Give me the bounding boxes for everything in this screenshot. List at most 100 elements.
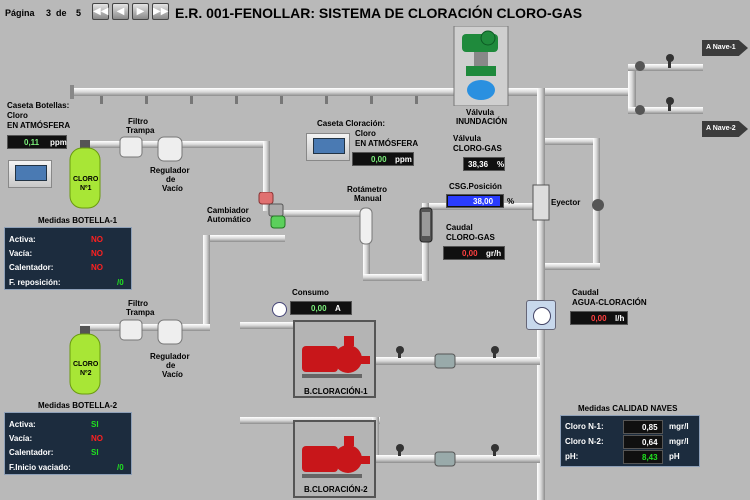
medidas-botella-1-title: Medidas BOTELLA-1 — [38, 216, 118, 225]
caseta-cloracion-label-2: Cloro — [355, 129, 376, 138]
caudal-cloro-gas-label-1: Caudal — [446, 223, 473, 232]
bottle-1-label-2: Nº1 — [80, 185, 92, 192]
rotameter-label-2: Manual — [354, 194, 382, 203]
caseta-botellas-value: 0,11 — [24, 138, 40, 147]
regulator-2-label-2: de — [166, 361, 176, 370]
regulator-2-label-3: Vacío — [162, 370, 183, 379]
b2-calentador-label: Calentador: — [9, 448, 54, 457]
inundacion-label-1: Válvula — [466, 108, 495, 117]
cloro-n1-label: Cloro N-1: — [565, 422, 604, 431]
outlet-valve-icons — [396, 54, 674, 456]
caseta-cloracion-label-3: EN ATMÓSFERA — [355, 139, 419, 148]
b1-activa-value: NO — [91, 235, 103, 244]
changer-label-2: Automático — [207, 215, 251, 224]
caseta-botellas-sensor-icon — [8, 160, 52, 188]
cloro-n2-unit: mgr/l — [669, 437, 689, 446]
filter-2-label-1: Filtro — [128, 299, 148, 308]
last-page-button[interactable]: ▶▶ — [152, 3, 169, 20]
regulator-1-label-2: de — [166, 175, 176, 184]
flowmeter-icon — [419, 207, 433, 243]
bottle-2-label-1: CLORO — [73, 361, 99, 368]
page-title: E.R. 001-FENOLLAR: SISTEMA DE CLORACIÓN … — [175, 5, 583, 21]
cloro-n2-value: 0,64 — [642, 438, 658, 447]
changer-label-1: Cambiador — [207, 206, 249, 215]
valvula-cloro-gas-value: 38,36 — [468, 160, 489, 169]
caseta-cloracion-unit: ppm — [395, 155, 412, 164]
valvula-cloro-gas-label-1: Válvula — [453, 134, 482, 143]
clock-icon — [272, 302, 287, 317]
ph-label: pH: — [565, 452, 579, 461]
outlet-nave-1[interactable]: A Nave-1 — [702, 40, 748, 56]
csg-posicion-label: CSG.Posición — [449, 182, 502, 191]
pump-2-icon[interactable] — [298, 432, 372, 482]
header-bar: Página 3 de 5 ◀◀ ◀ ▶ ▶▶ E.R. 001-FENOLLA… — [0, 0, 750, 26]
chlorine-bottle-2-icon[interactable] — [68, 326, 102, 396]
b2-calentador-value: SI — [91, 448, 99, 457]
rotameter-label-1: Rotámetro — [347, 185, 388, 194]
cloro-n2-label: Cloro N-2: — [565, 437, 604, 446]
caudal-cloro-gas-unit: gr/h — [486, 249, 502, 258]
csg-posicion-display: 38,00 — [446, 194, 504, 208]
pump-1-label: B.CLORACIÓN-1 — [304, 387, 368, 396]
regulator-1-label-3: Vacío — [162, 184, 183, 193]
caudal-agua-unit: l/h — [615, 314, 625, 323]
caudal-cloro-gas-display: 0,00 gr/h — [443, 246, 505, 260]
page-total: 5 — [76, 8, 82, 18]
consumo-unit: A — [335, 304, 341, 313]
pump-1-icon[interactable] — [298, 332, 372, 382]
b1-vacia-value: NO — [91, 249, 103, 258]
regulator-1-label-1: Regulador — [150, 166, 190, 175]
filter-2-label-2: Trampa — [126, 308, 155, 317]
filter-1-label-2: Trampa — [126, 126, 155, 135]
caudal-agua-value: 0,00 — [591, 314, 607, 323]
regulator-2-label-1: Regulador — [150, 352, 190, 361]
valvula-cloro-gas-display: 38,36 % — [463, 157, 505, 171]
b1-calentador-value: NO — [91, 263, 103, 272]
consumo-display: 0,00 A — [290, 301, 352, 315]
water-flowmeter-icon — [526, 300, 556, 330]
consumo-label: Consumo — [292, 288, 329, 297]
rotameter-icon — [359, 207, 373, 245]
page-current: 3 — [46, 8, 52, 18]
inundacion-valve-icon[interactable] — [452, 26, 510, 106]
cloro-n1-value: 0,85 — [642, 423, 658, 432]
csg-posicion-fill — [448, 196, 500, 206]
page-of: de — [56, 8, 67, 18]
caseta-cloracion-display: 0,00 ppm — [352, 152, 414, 166]
caseta-botellas-display: 0,11 ppm — [7, 135, 67, 149]
ph-value: 8,43 — [642, 453, 658, 462]
next-page-button[interactable]: ▶ — [132, 3, 149, 20]
csg-posicion-value: 38,00 — [473, 197, 494, 206]
b2-vacia-label: Vacía: — [9, 434, 33, 443]
calidad-naves-panel: Cloro N-1: 0,85 mgr/l Cloro N-2: 0,64 mg… — [560, 415, 700, 467]
caseta-botellas-label-2: Cloro — [7, 111, 28, 120]
b1-vacia-label: Vacía: — [9, 249, 33, 258]
caudal-agua-display: 0,00 l/h — [570, 311, 628, 325]
inundacion-label-2: INUNDACIÓN — [456, 117, 508, 126]
chlorine-bottle-1-icon[interactable] — [68, 140, 102, 210]
valvula-cloro-gas-unit: % — [497, 160, 505, 169]
valvula-cloro-gas-label-2: CLORO-GAS — [453, 144, 502, 153]
caseta-cloracion-value: 0,00 — [371, 155, 387, 164]
outlet-nave-2[interactable]: A Nave-2 — [702, 121, 748, 137]
page-label: Página — [5, 8, 35, 18]
calidad-naves-title: Medidas CALIDAD NAVES — [578, 404, 678, 413]
caseta-botellas-label-3: EN ATMÓSFERA — [7, 121, 71, 130]
b2-activa-label: Activa: — [9, 420, 36, 429]
prev-page-button[interactable]: ◀ — [112, 3, 129, 20]
medidas-botella-2-panel: Activa: SI Vacía: NO Calentador: SI F.In… — [4, 412, 132, 475]
b1-calentador-label: Calentador: — [9, 263, 54, 272]
cloro-n1-unit: mgr/l — [669, 422, 689, 431]
filter-trap-1-icon — [119, 136, 183, 162]
bottle-1-label-1: CLORO — [73, 176, 99, 183]
caudal-agua-label-2: AGUA-CLORACIÓN — [572, 298, 647, 307]
pump-2-label: B.CLORACIÓN-2 — [304, 485, 368, 494]
caudal-cloro-gas-value: 0,00 — [462, 249, 478, 258]
bottle-2-label-2: Nº2 — [80, 370, 92, 377]
first-page-button[interactable]: ◀◀ — [92, 3, 109, 20]
caseta-botellas-label-1: Caseta Botellas: — [7, 101, 70, 110]
auto-changer-icon[interactable] — [255, 192, 289, 232]
cloro-n2-display: 0,64 — [623, 435, 663, 449]
caudal-agua-label-1: Caudal — [572, 288, 599, 297]
caseta-cloracion-label-1: Caseta Cloración: — [317, 119, 386, 128]
